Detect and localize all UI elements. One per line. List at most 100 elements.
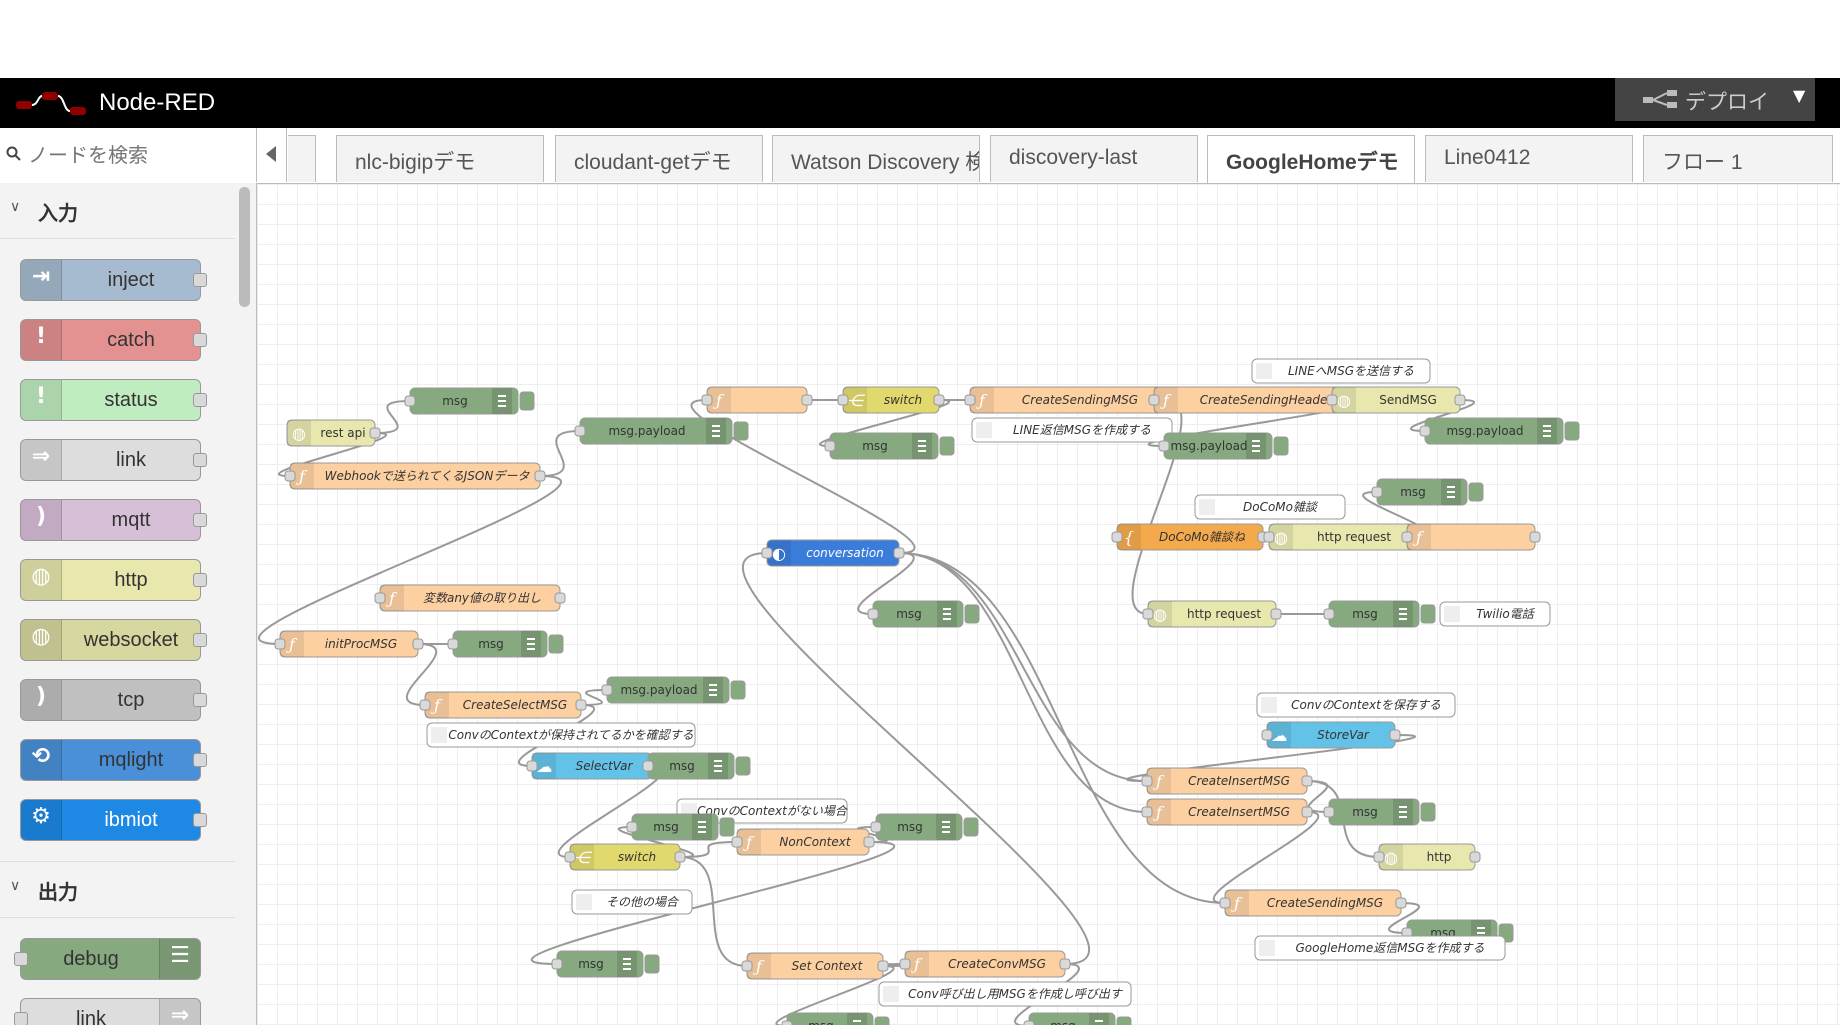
node-port[interactable] [1469, 851, 1481, 863]
wire[interactable] [690, 399, 916, 554]
node-port[interactable] [741, 960, 753, 972]
flow-node-comment[interactable]: GoogleHome返信MSGを作成する [1254, 935, 1506, 961]
debug-toggle-button[interactable] [730, 680, 746, 700]
wire[interactable] [742, 552, 1090, 965]
node-port[interactable] [412, 638, 424, 650]
flow-node-switch[interactable]: ⋲switch [837, 386, 945, 414]
node-port[interactable] [1529, 531, 1541, 543]
palette-node-mqlight[interactable]: ⟲ mqlight [20, 739, 207, 781]
flow-node-http[interactable]: ◍http request [1142, 600, 1282, 628]
debug-toggle-button[interactable] [1420, 604, 1436, 624]
node-port[interactable] [534, 470, 546, 482]
palette-category-input[interactable]: ∨ 入力 [0, 183, 235, 239]
wire[interactable] [857, 826, 888, 843]
debug-toggle-button[interactable] [548, 634, 564, 654]
debug-toggle-button[interactable] [1273, 436, 1289, 456]
flow-node-http[interactable]: ◍rest api [286, 419, 381, 447]
flow-node-http[interactable]: ◍http [1373, 843, 1481, 871]
node-port[interactable] [404, 395, 416, 407]
tab-nlc-bigip[interactable]: nlc-bigipデモ [336, 135, 544, 182]
palette-node-websocket[interactable]: ◍ websocket [20, 619, 207, 661]
palette-node-http[interactable]: ◍ http [20, 559, 207, 601]
wire[interactable] [258, 475, 562, 645]
wire[interactable] [558, 765, 664, 858]
flow-node-http[interactable]: ◍http request [1263, 523, 1421, 551]
wire[interactable] [539, 430, 581, 477]
node-port[interactable] [447, 638, 459, 650]
flow-node-debug[interactable]: msg [404, 387, 535, 415]
wire[interactable] [374, 400, 411, 434]
debug-toggle-button[interactable] [1564, 421, 1580, 441]
palette-node-link-out[interactable]: ⇒ link [14, 998, 201, 1025]
node-port[interactable] [863, 836, 875, 848]
wire[interactable] [898, 552, 1226, 904]
wire[interactable] [531, 841, 895, 965]
debug-toggle-button[interactable] [1420, 802, 1436, 822]
node-port[interactable] [801, 394, 813, 406]
node-port[interactable] [1389, 729, 1401, 741]
flow-node-function[interactable]: ƒ [701, 386, 813, 414]
node-port[interactable] [601, 684, 613, 696]
wire[interactable] [617, 826, 695, 858]
node-port[interactable] [1323, 806, 1335, 818]
node-port[interactable] [867, 608, 879, 620]
flow-node-debug[interactable]: msg [447, 630, 564, 658]
flow-node-comment[interactable]: ConvのContextが保持されてるかを確認する [426, 722, 696, 748]
flow-node-http[interactable]: ◍SendMSG [1326, 386, 1466, 414]
tab-hidden[interactable] [288, 135, 316, 182]
flow-node-switch[interactable]: ⋲switch [564, 843, 686, 871]
flow-node-debug[interactable]: msg [867, 600, 980, 628]
flow-node-debug[interactable]: msg.payload [1419, 417, 1580, 445]
flow-node-debug[interactable]: msg [551, 950, 660, 978]
node-port[interactable] [284, 470, 296, 482]
node-port[interactable] [1323, 608, 1335, 620]
node-port[interactable] [1111, 531, 1123, 543]
node-port[interactable] [1301, 806, 1313, 818]
node-port[interactable] [1326, 394, 1338, 406]
palette-scrollbar[interactable] [239, 187, 250, 307]
node-port[interactable] [1141, 806, 1153, 818]
node-port[interactable] [781, 1020, 793, 1025]
debug-toggle-button[interactable] [874, 1016, 890, 1025]
node-port[interactable] [564, 851, 576, 863]
flow-node-comment[interactable]: ConvのContextを保存する [1256, 692, 1456, 718]
node-port[interactable] [964, 394, 976, 406]
palette-node-link[interactable]: ⇒ link [20, 439, 207, 481]
wire[interactable] [679, 856, 748, 967]
deploy-caret-icon[interactable]: ▼ [1793, 86, 1806, 105]
node-port[interactable] [877, 960, 889, 972]
palette-node-ibmiot[interactable]: ⚙ ibmiot [20, 799, 207, 841]
flow-node-comment[interactable]: DoCoMo雑談 [1194, 494, 1346, 520]
palette-node-inject[interactable]: ⇥ inject [20, 259, 207, 301]
wire[interactable] [1125, 734, 1417, 782]
tab-cloudant-get[interactable]: cloudant-getデモ [555, 135, 763, 182]
node-port[interactable] [642, 760, 654, 772]
wire[interactable] [1213, 811, 1319, 904]
wire[interactable] [1409, 399, 1476, 432]
wire[interactable] [406, 643, 437, 706]
flow-node-debug[interactable]: msg [1371, 478, 1484, 506]
node-port[interactable] [870, 821, 882, 833]
node-port[interactable] [1373, 851, 1385, 863]
debug-toggle-button[interactable] [519, 391, 535, 411]
node-port[interactable] [824, 440, 836, 452]
node-port[interactable] [626, 821, 638, 833]
tab-flow1[interactable]: フロー 1 [1643, 135, 1833, 182]
node-port[interactable] [893, 547, 905, 559]
palette-node-tcp[interactable]: ) tcp [20, 679, 207, 721]
wire[interactable] [818, 399, 951, 447]
tab-line0412[interactable]: Line0412 [1425, 135, 1633, 182]
debug-toggle-button[interactable] [735, 756, 751, 776]
node-port[interactable] [731, 836, 743, 848]
wire[interactable] [882, 963, 906, 967]
